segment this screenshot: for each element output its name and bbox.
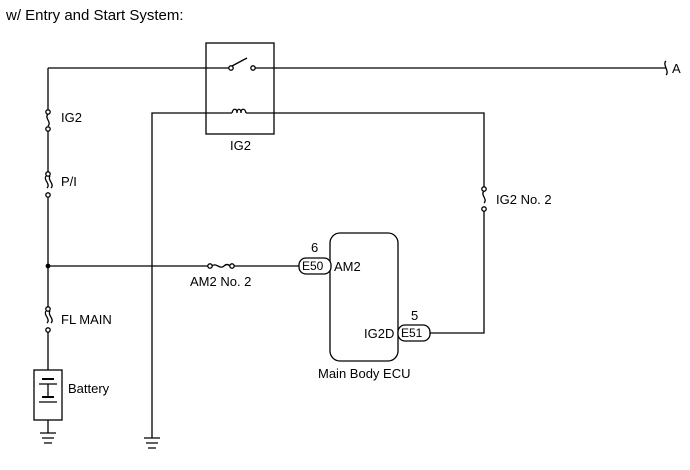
battery-label: Battery (68, 381, 110, 396)
relay-switch-icon (228, 57, 256, 71)
coil-ig2-no2-wire (246, 112, 485, 334)
e51-connector-label: E51 (401, 326, 423, 340)
main-body-ecu-label: Main Body ECU (318, 366, 410, 381)
am2-pin-number: 6 (311, 240, 318, 255)
coil-ground-wire (151, 112, 232, 438)
pi-fusible-link (44, 171, 53, 198)
pi-fuse-label: P/I (61, 174, 77, 189)
fl-main-fuse-label: FL MAIN (61, 312, 112, 327)
battery-icon (33, 369, 63, 421)
ig2d-pin-number: 5 (411, 308, 418, 323)
ig2d-terminal-label: IG2D (364, 326, 394, 341)
main-body-ecu-box (329, 232, 399, 362)
diagram-heading: w/ Entry and Start System: (5, 7, 184, 24)
ig2-relay-box (205, 42, 275, 135)
e50-connector-label: E50 (302, 259, 324, 273)
e50-connector (298, 257, 332, 275)
ig2-no2-fuse (481, 186, 487, 212)
relay-coil-icon (231, 108, 247, 114)
am2-terminal-label: AM2 (334, 259, 361, 274)
continuation-break-icon (664, 60, 668, 76)
fl-main-fusible-link (44, 306, 53, 333)
am2-no2-fuse (207, 263, 235, 269)
ig2-no2-fuse-label: IG2 No. 2 (496, 192, 552, 207)
ground-icon (40, 432, 56, 444)
ig2-fuse (45, 109, 51, 132)
ig2-fuse-label: IG2 (61, 110, 82, 125)
ground-icon-coil (144, 437, 160, 449)
am2-no2-fuse-label: AM2 No. 2 (190, 274, 251, 289)
ig2-relay-label: IG2 (230, 138, 251, 153)
continuation-label: A (672, 61, 681, 76)
e51-connector (397, 324, 431, 342)
